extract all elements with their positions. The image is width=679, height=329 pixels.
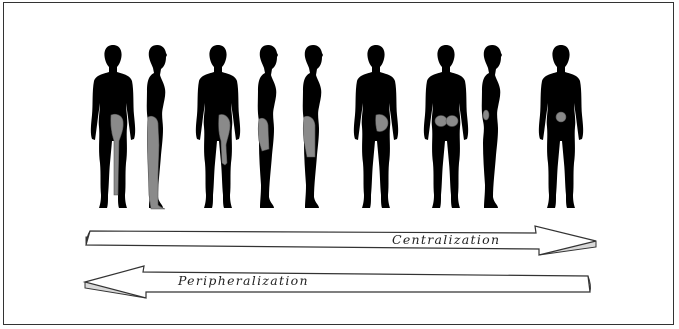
- peripheralization-label: Peripheralization: [177, 273, 309, 288]
- figure-6-back-view: [354, 45, 398, 208]
- pain-area-9: [556, 112, 566, 122]
- figure-8-side-view: [482, 45, 502, 208]
- figure-5-side-view: [303, 45, 323, 208]
- figure-9-back-view: [539, 45, 583, 208]
- pain-area-8: [483, 110, 489, 120]
- figure-4-side-view: [258, 45, 278, 208]
- centralization-label: Centralization: [392, 232, 500, 247]
- centralization-arrow: Centralization: [86, 226, 596, 255]
- figure-1-back-view: [91, 45, 135, 208]
- figure-7-back-view: [424, 45, 468, 208]
- pain-area-7-left: [435, 116, 447, 127]
- peripheralization-arrow: Peripheralization: [85, 266, 590, 298]
- figure-2-side-view: [147, 45, 167, 209]
- pain-area-7-right: [446, 116, 458, 127]
- figure-3-back-view: [196, 45, 240, 208]
